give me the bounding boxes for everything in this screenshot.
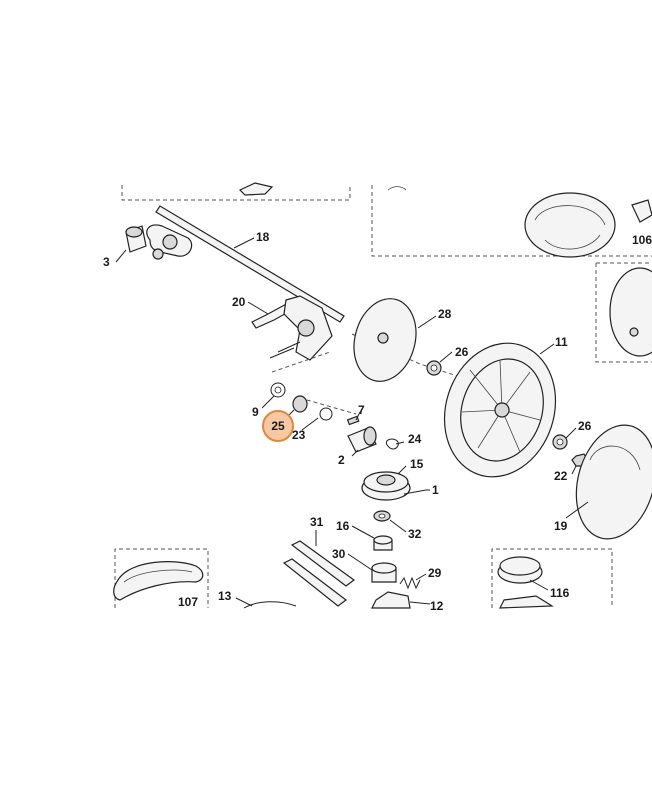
label-20[interactable]: 20 <box>232 295 246 309</box>
label-1[interactable]: 1 <box>432 483 439 497</box>
hubcap-19 <box>575 424 652 540</box>
label-28[interactable]: 28 <box>438 307 452 321</box>
label-22[interactable]: 22 <box>554 469 568 483</box>
inset-box-top-left <box>121 185 351 201</box>
partial-hubcap-right <box>609 267 652 357</box>
washer-23 <box>319 407 333 421</box>
label-30[interactable]: 30 <box>332 547 346 561</box>
gear-housing-12 <box>371 591 411 609</box>
label-18[interactable]: 18 <box>256 230 270 244</box>
label-107[interactable]: 107 <box>178 595 198 609</box>
label-15[interactable]: 15 <box>410 457 424 471</box>
pin-1 <box>403 489 427 495</box>
label-23[interactable]: 23 <box>292 428 306 442</box>
shaft-31b <box>282 558 347 607</box>
partial-part-top-left <box>238 182 274 196</box>
belt-13 <box>243 601 297 609</box>
label-31[interactable]: 31 <box>310 515 324 529</box>
label-12[interactable]: 12 <box>430 599 444 613</box>
inset-box-belt <box>114 548 209 608</box>
axle-rod <box>155 205 345 323</box>
label-13[interactable]: 13 <box>218 589 232 603</box>
label-116[interactable]: 116 <box>550 586 570 600</box>
label-25[interactable]: 25 <box>271 419 285 433</box>
shaft-31a <box>290 540 356 587</box>
key-7 <box>346 415 360 426</box>
label-26-lower[interactable]: 26 <box>578 419 592 433</box>
label-106[interactable]: 106 <box>632 233 652 247</box>
label-32[interactable]: 32 <box>408 527 422 541</box>
label-24[interactable]: 24 <box>408 432 422 446</box>
inset-box-right <box>595 262 652 363</box>
bushing-25 <box>292 395 308 413</box>
label-7[interactable]: 7 <box>358 403 365 417</box>
spring-29 <box>399 576 421 590</box>
label-16[interactable]: 16 <box>336 519 350 533</box>
label-19[interactable]: 19 <box>554 519 568 533</box>
belt-107 <box>113 561 204 601</box>
partial-part-top-center <box>387 186 407 191</box>
label-9[interactable]: 9 <box>252 405 259 419</box>
label-29[interactable]: 29 <box>428 566 442 580</box>
inset-box-top-right <box>371 185 652 257</box>
inset-box-pulley <box>491 548 613 608</box>
partial-part-106 <box>631 199 652 223</box>
label-11[interactable]: 11 <box>555 335 568 349</box>
partial-wheel-top <box>524 192 616 258</box>
label-26-upper[interactable]: 26 <box>455 345 469 359</box>
clip-24 <box>385 438 399 450</box>
label-2[interactable]: 2 <box>338 453 345 467</box>
highlight-25[interactable]: 25 <box>262 410 294 442</box>
label-3[interactable]: 3 <box>103 255 110 269</box>
